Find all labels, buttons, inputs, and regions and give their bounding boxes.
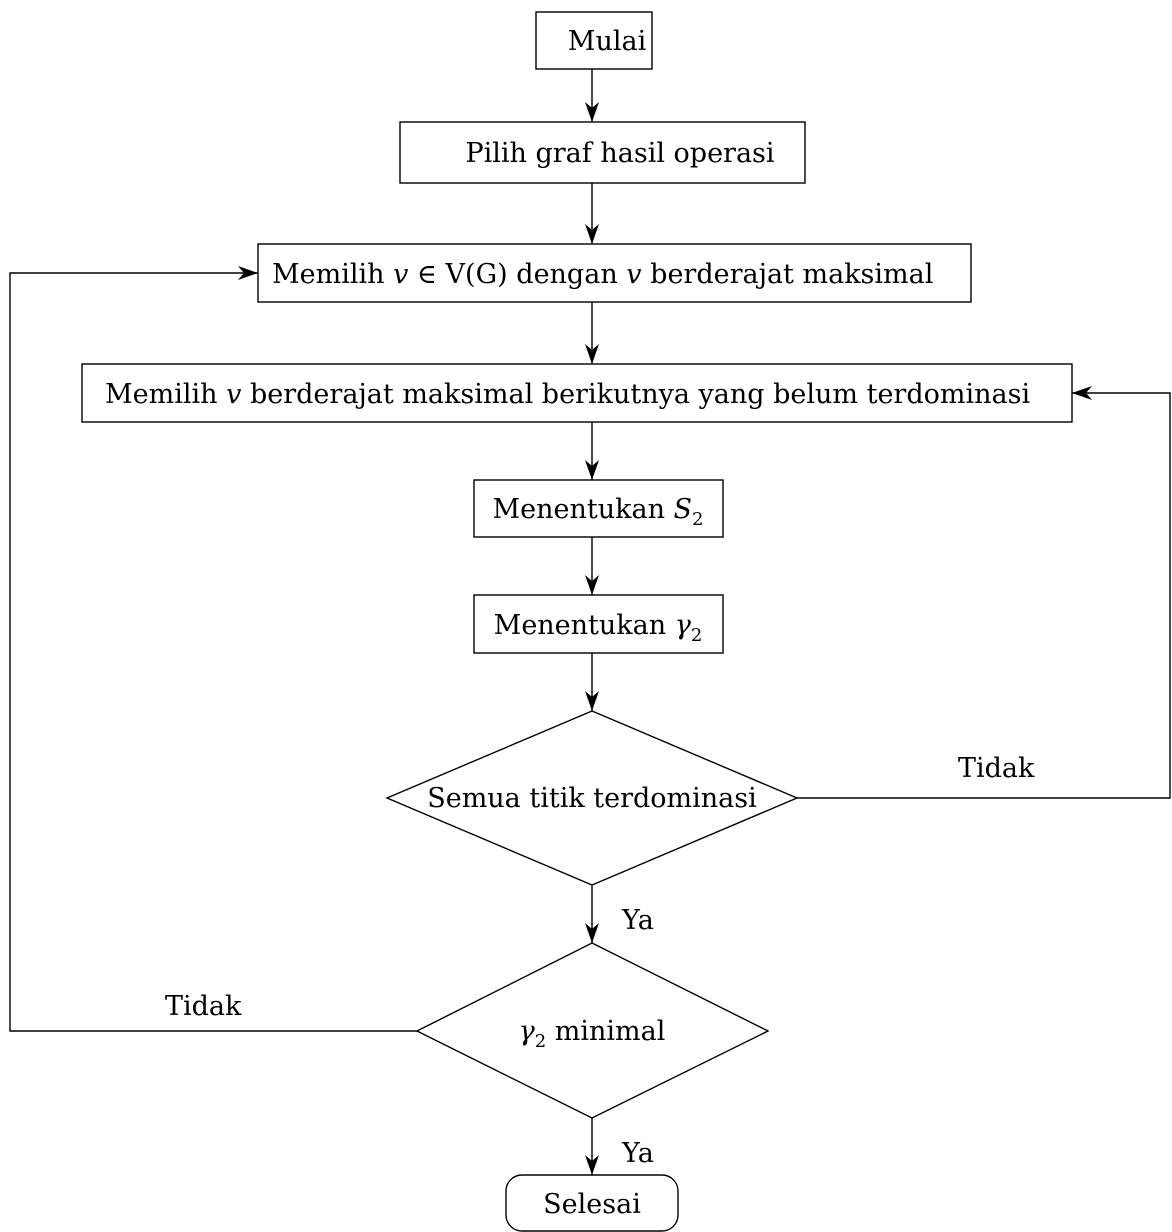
pick-max-vertex-word-dengan: dengan (516, 259, 617, 290)
pick-next-word-memilih: Memilih (105, 379, 218, 410)
label-yes-minimal: Ya (621, 1138, 654, 1169)
determine-gamma2-subscript: 2 (691, 625, 702, 646)
determine-s2-word: Menentukan (492, 494, 664, 525)
end-label: Selesai (543, 1189, 641, 1220)
start-box (535, 11, 653, 70)
loop-no-to-pick-max (9, 266, 417, 1032)
start-label: Mulai (568, 26, 647, 57)
pick-next-label: Memilih v berderajat maksimal berikutnya… (105, 379, 1030, 410)
pick-max-vertex-in-set: ∈ V(G) (417, 259, 508, 290)
determine-s2-subscript: 2 (692, 509, 703, 530)
pick-max-vertex-var-v: v (393, 259, 408, 290)
pick-max-vertex-var-v2: v (626, 259, 641, 290)
determine-s2-label: Menentukan S2 (492, 494, 703, 530)
label-no-minimal: Tidak (165, 991, 242, 1022)
decision-all-dominated-label: Semua titik terdominasi (427, 783, 757, 814)
determine-s2-symbol: S (674, 494, 693, 525)
select-graph-box (399, 121, 806, 184)
decision-gamma2-symbol: γ (519, 1016, 536, 1047)
pick-max-vertex-label: Memilih v ∈ V(G) dengan v berderajat mak… (272, 259, 933, 290)
determine-s2-box (473, 479, 724, 538)
decision-gamma2-minimal-label: γ2 minimal (519, 1016, 666, 1054)
label-no-dominated: Tidak (958, 753, 1035, 784)
decision-gamma2-word: minimal (555, 1016, 666, 1047)
pick-next-var-v: v (226, 379, 241, 410)
end-box (505, 1174, 679, 1232)
determine-gamma2-symbol: γ (675, 610, 692, 641)
pick-next-tail: berderajat maksimal berikutnya yang belu… (250, 379, 1030, 410)
label-yes-dominated: Ya (621, 905, 654, 936)
determine-gamma2-label: Menentukan γ2 (494, 610, 703, 646)
determine-gamma2-box (473, 594, 724, 654)
decision-gamma2-subscript: 2 (535, 1031, 546, 1052)
pick-max-vertex-tail: berderajat maksimal (650, 259, 933, 290)
pick-next-box (81, 363, 1073, 423)
select-graph-label: Pilih graf hasil operasi (465, 138, 774, 169)
loop-no-to-pick-next (797, 386, 1171, 799)
pick-max-vertex-word-memilih: Memilih (272, 259, 385, 290)
determine-gamma2-word: Menentukan (494, 610, 666, 641)
